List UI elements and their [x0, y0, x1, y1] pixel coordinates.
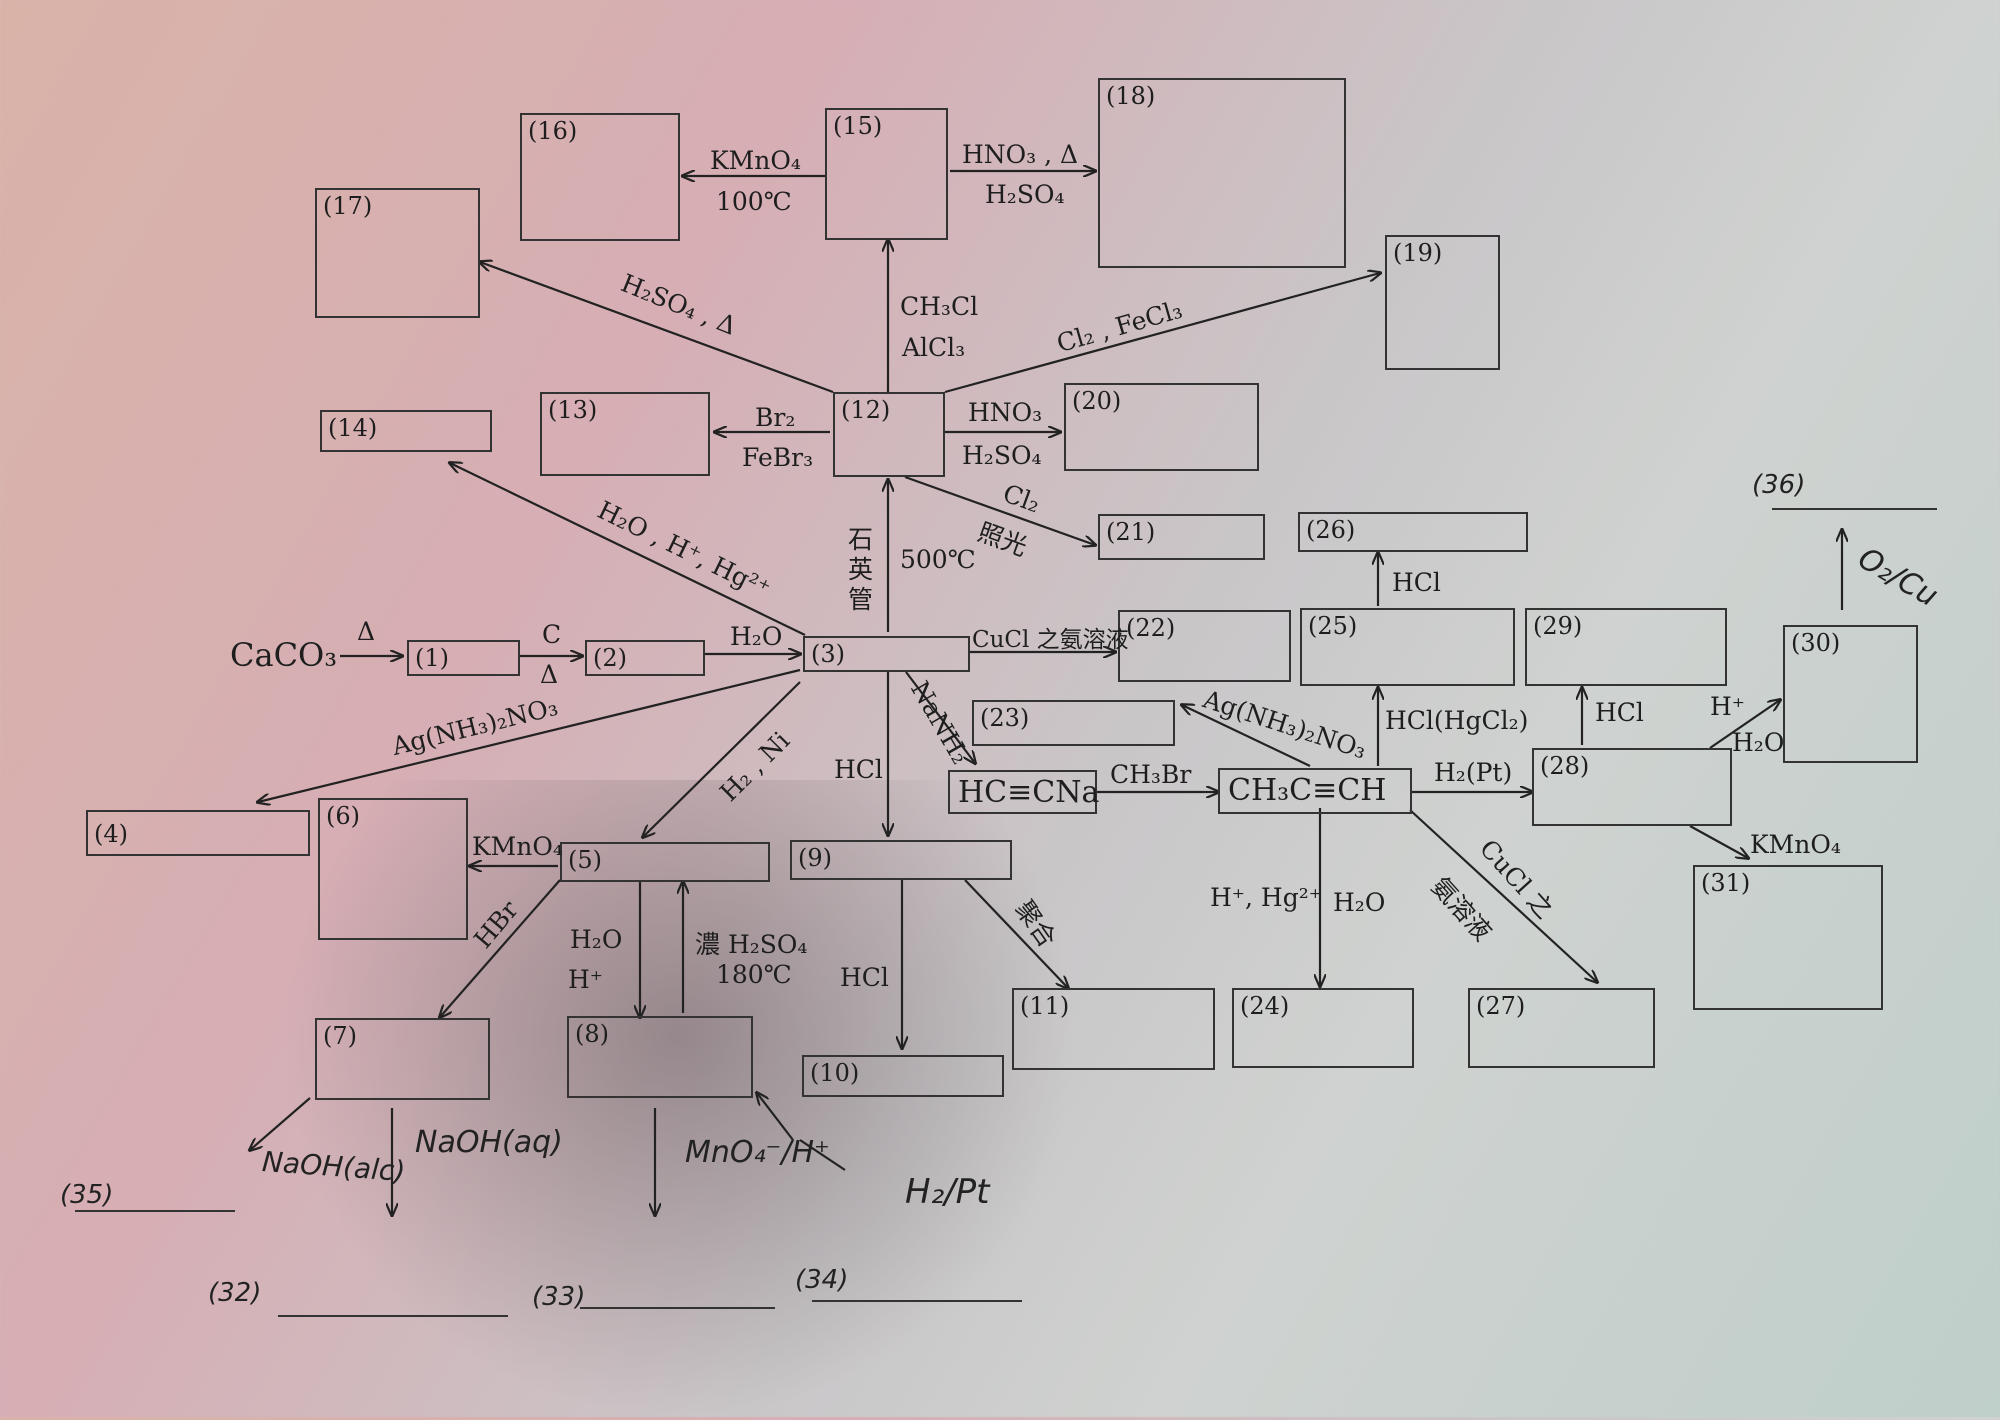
- arrow-12-21: [904, 475, 1095, 545]
- box-10: (10): [802, 1055, 1004, 1097]
- box-7: (7): [315, 1018, 490, 1100]
- box-29: (29): [1525, 608, 1727, 686]
- box-20: (20): [1064, 383, 1259, 471]
- box-31: (31): [1693, 865, 1883, 1010]
- box-6: (6): [318, 798, 468, 940]
- label-kmno4-16: KMnO₄: [710, 146, 801, 175]
- label-c-delta: Δ: [540, 660, 559, 689]
- label-100c: 100℃: [716, 187, 792, 216]
- box-12: (12): [833, 392, 945, 477]
- arrow-12-19: [944, 273, 1380, 394]
- arrow-12-17: [480, 262, 834, 394]
- label-febr3: FeBr₃: [742, 443, 814, 472]
- label-hno3-20: HNO₃: [968, 398, 1043, 427]
- hand-36: (36): [1752, 470, 1806, 500]
- box-28: (28): [1532, 748, 1732, 826]
- label-h2pt: H₂(Pt): [1434, 758, 1513, 787]
- box-11: (11): [1012, 988, 1215, 1070]
- label-br2: Br₂: [755, 403, 796, 432]
- label-ch3cl: CH₃Cl: [900, 292, 979, 321]
- hand-32: (32): [208, 1278, 262, 1308]
- label-alcl3: AlCl₃: [902, 333, 966, 362]
- label-h2o-24: H₂O: [1333, 888, 1386, 917]
- box-5: (5): [560, 842, 770, 882]
- label-hcl-9-10: HCl: [840, 963, 889, 992]
- label-h2so4-20: H₂SO₄: [962, 441, 1042, 470]
- box-16: (16): [520, 113, 680, 241]
- label-ch3br: CH₃Br: [1110, 760, 1192, 789]
- label-h2o-30: H₂O: [1732, 728, 1785, 757]
- box-2: (2): [585, 640, 705, 676]
- box-15: (15): [825, 108, 948, 240]
- label-hcl-hgcl2: HCl(HgCl₂): [1385, 706, 1529, 735]
- label-cucl: CuCl 之氨溶液: [972, 627, 1129, 653]
- arrow-propyne-27: [1409, 809, 1597, 982]
- box-13: (13): [540, 392, 710, 476]
- arrow-5-7: [440, 879, 561, 1017]
- arrow-9-11: [964, 879, 1068, 988]
- box-25: (25): [1300, 608, 1515, 686]
- label-h-8: H⁺: [568, 965, 603, 994]
- hand-naoh-aq: NaOH(aq): [415, 1125, 563, 1160]
- label-h2so4-18: H₂SO₄: [985, 180, 1065, 209]
- box-3: (3): [803, 636, 970, 672]
- box-23: (23): [972, 700, 1175, 746]
- box-24: (24): [1232, 988, 1414, 1068]
- box-22: (22): [1118, 610, 1291, 682]
- box-9: (9): [790, 840, 1012, 880]
- arrow-3-14: [450, 463, 806, 636]
- arrow-28-31: [1689, 825, 1748, 858]
- label-hno3-18: HNO₃ , Δ: [962, 140, 1079, 169]
- answer-line-32: [278, 1315, 508, 1317]
- hand-33: (33): [532, 1282, 586, 1312]
- arrow-3-23: [905, 671, 975, 763]
- label-kmno4-6: KMnO₄: [472, 832, 563, 861]
- box-14: (14): [320, 410, 492, 452]
- label-180c: 180℃: [716, 960, 792, 989]
- label-conc-h2so4: 濃 H₂SO₄: [695, 930, 808, 959]
- label-hcl-29: HCl: [1595, 698, 1644, 727]
- answer-line-33: [580, 1307, 775, 1309]
- label-h2o: H₂O: [730, 622, 783, 651]
- label-h2o-8: H₂O: [570, 925, 623, 954]
- label-quartz: 石英管: [848, 525, 874, 614]
- caco3-label: CaCO₃: [230, 636, 338, 674]
- arrow-7-35: [250, 1097, 311, 1150]
- box-30: (30): [1783, 625, 1918, 763]
- box-27: (27): [1468, 988, 1655, 1068]
- arrow-propyne-23: [1182, 705, 1311, 767]
- box-8: (8): [567, 1016, 753, 1098]
- hand-35: (35): [60, 1180, 114, 1210]
- propyne-box: CH₃C≡CH: [1218, 768, 1412, 814]
- label-hcl-26: HCl: [1392, 568, 1441, 597]
- label-h-30: H⁺: [1710, 692, 1745, 721]
- answer-line-34: [812, 1300, 1022, 1302]
- box-1: (1): [407, 640, 520, 676]
- label-c: C: [542, 620, 562, 649]
- arrow-3-4: [258, 668, 801, 802]
- arrow-34-8: [757, 1093, 794, 1141]
- hand-h2pt: H₂/Pt: [905, 1172, 990, 1212]
- arrow-28-30: [1709, 700, 1780, 749]
- box-18: (18): [1098, 78, 1346, 268]
- label-hg-h: H⁺, Hg²⁺: [1210, 883, 1322, 912]
- hand-mno4: MnO₄⁻/H⁺: [685, 1135, 830, 1170]
- answer-line-36: [1772, 508, 1937, 510]
- box-4: (4): [86, 810, 310, 856]
- box-17: (17): [315, 188, 480, 318]
- box-19: (19): [1385, 235, 1500, 370]
- box-21: (21): [1098, 514, 1265, 560]
- sodium-acetylide-box: HC≡CNa: [948, 770, 1099, 814]
- box-26: (26): [1298, 512, 1528, 552]
- label-500c: 500℃: [900, 545, 976, 574]
- hand-34: (34): [795, 1265, 849, 1295]
- label-delta: Δ: [357, 617, 376, 646]
- answer-line-35: [75, 1210, 235, 1212]
- label-kmno4-31: KMnO₄: [1750, 830, 1841, 859]
- label-hcl-3-9: HCl: [834, 755, 883, 784]
- arrow-3-5: [643, 681, 801, 837]
